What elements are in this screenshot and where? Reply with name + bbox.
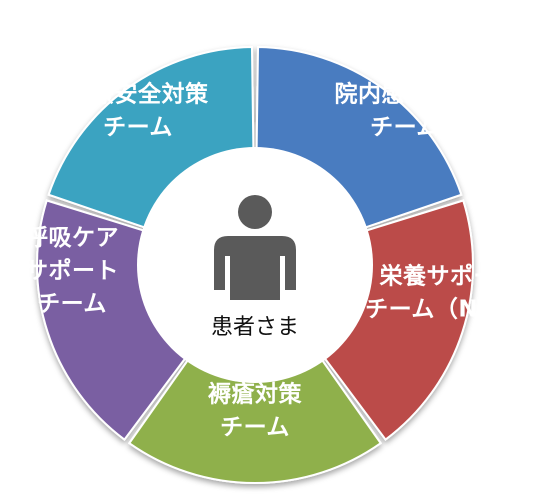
label-line: チーム xyxy=(220,415,290,441)
label-line: チーム xyxy=(37,291,107,317)
label-line: 院内感染対策 xyxy=(335,81,477,108)
patient-label: 患者さま xyxy=(211,315,299,340)
label-line: 栄養サポート xyxy=(379,263,521,290)
team-labels: 院内感染対策チーム栄養サポートチーム（NST）褥瘡対策チーム呼吸ケアサポートチー… xyxy=(25,81,535,441)
label-line: 褥瘡対策 xyxy=(207,381,303,408)
label-line: チーム（NST） xyxy=(365,296,535,323)
label-line: サポート xyxy=(25,257,119,284)
label-nutrition-support: 栄養サポートチーム（NST） xyxy=(365,263,535,323)
label-pressure-ulcer: 褥瘡対策チーム xyxy=(207,381,303,441)
label-line: 医療安全対策 xyxy=(68,81,210,108)
person-icon xyxy=(214,195,296,300)
label-respiratory-care: 呼吸ケアサポートチーム xyxy=(25,225,119,317)
label-medical-safety: 医療安全対策チーム xyxy=(68,81,210,141)
label-line: チーム xyxy=(370,115,440,141)
label-line: 呼吸ケア xyxy=(25,225,119,251)
label-infection-control: 院内感染対策チーム xyxy=(335,81,477,141)
label-line: チーム xyxy=(103,115,173,141)
